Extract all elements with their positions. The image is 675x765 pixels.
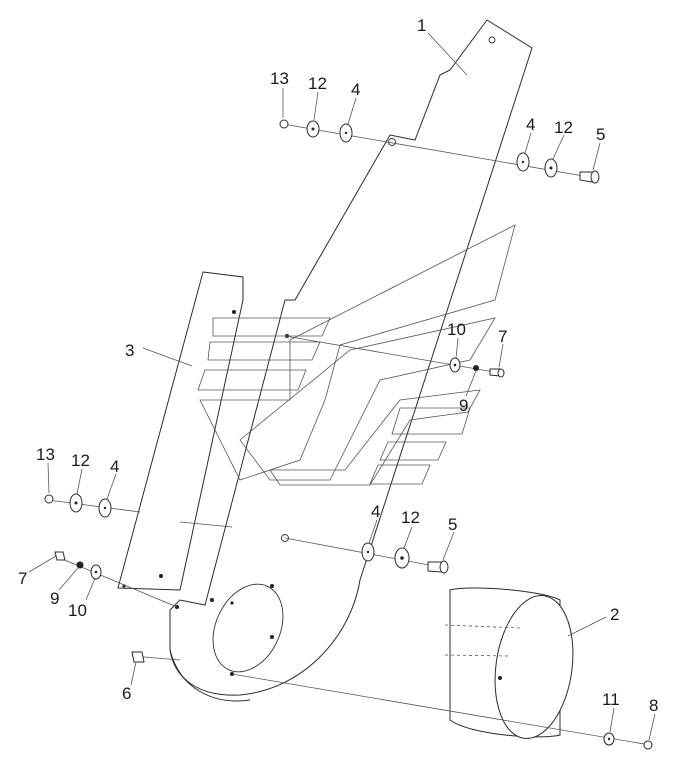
callout-4-top-right: 4 <box>526 115 535 134</box>
callout-10-mid: 10 <box>447 320 466 339</box>
bolt-6 <box>131 651 145 663</box>
callout-12-top-left: 12 <box>308 74 327 93</box>
leader-lines <box>28 32 656 741</box>
callout-9-mid: 9 <box>459 396 468 415</box>
callout-4-low: 4 <box>371 502 380 521</box>
callout-11: 11 <box>602 690 620 709</box>
callout-7-mid: 7 <box>498 327 507 346</box>
nut-8 <box>643 740 653 750</box>
nut-13-left <box>44 494 54 504</box>
callout-labels: 1 13 12 4 4 12 5 3 10 7 9 13 12 4 4 12 5… <box>18 16 658 715</box>
callout-7-left: 7 <box>18 569 27 588</box>
callout-13-top: 13 <box>270 69 289 88</box>
callout-8: 8 <box>649 696 658 715</box>
bolt-7-left <box>54 551 66 561</box>
nut-9-mid <box>473 365 479 371</box>
watermark-logo <box>197 224 516 486</box>
callout-5-low: 5 <box>448 515 457 534</box>
nut-9-left <box>76 561 84 569</box>
callout-6: 6 <box>122 684 131 703</box>
nut-13-top <box>279 119 289 129</box>
callout-10-left: 10 <box>68 601 87 620</box>
callout-4-left: 4 <box>110 457 119 476</box>
callout-2: 2 <box>610 605 619 624</box>
fasteners <box>44 119 653 750</box>
part-1-main-guard <box>169 19 533 702</box>
callout-12-left: 12 <box>71 451 90 470</box>
callout-3: 3 <box>125 341 134 360</box>
part-3-rear-guard <box>117 271 244 591</box>
callout-5-top: 5 <box>596 125 605 144</box>
callout-1: 1 <box>417 16 426 35</box>
callout-12-top-right: 12 <box>554 118 573 137</box>
part-2-drum <box>444 587 574 739</box>
bolt-5-top <box>579 171 593 183</box>
callout-13-left: 13 <box>36 445 55 464</box>
callout-12-low: 12 <box>401 508 420 527</box>
callout-4-top-left: 4 <box>351 80 360 99</box>
callout-9-left: 9 <box>50 589 59 608</box>
